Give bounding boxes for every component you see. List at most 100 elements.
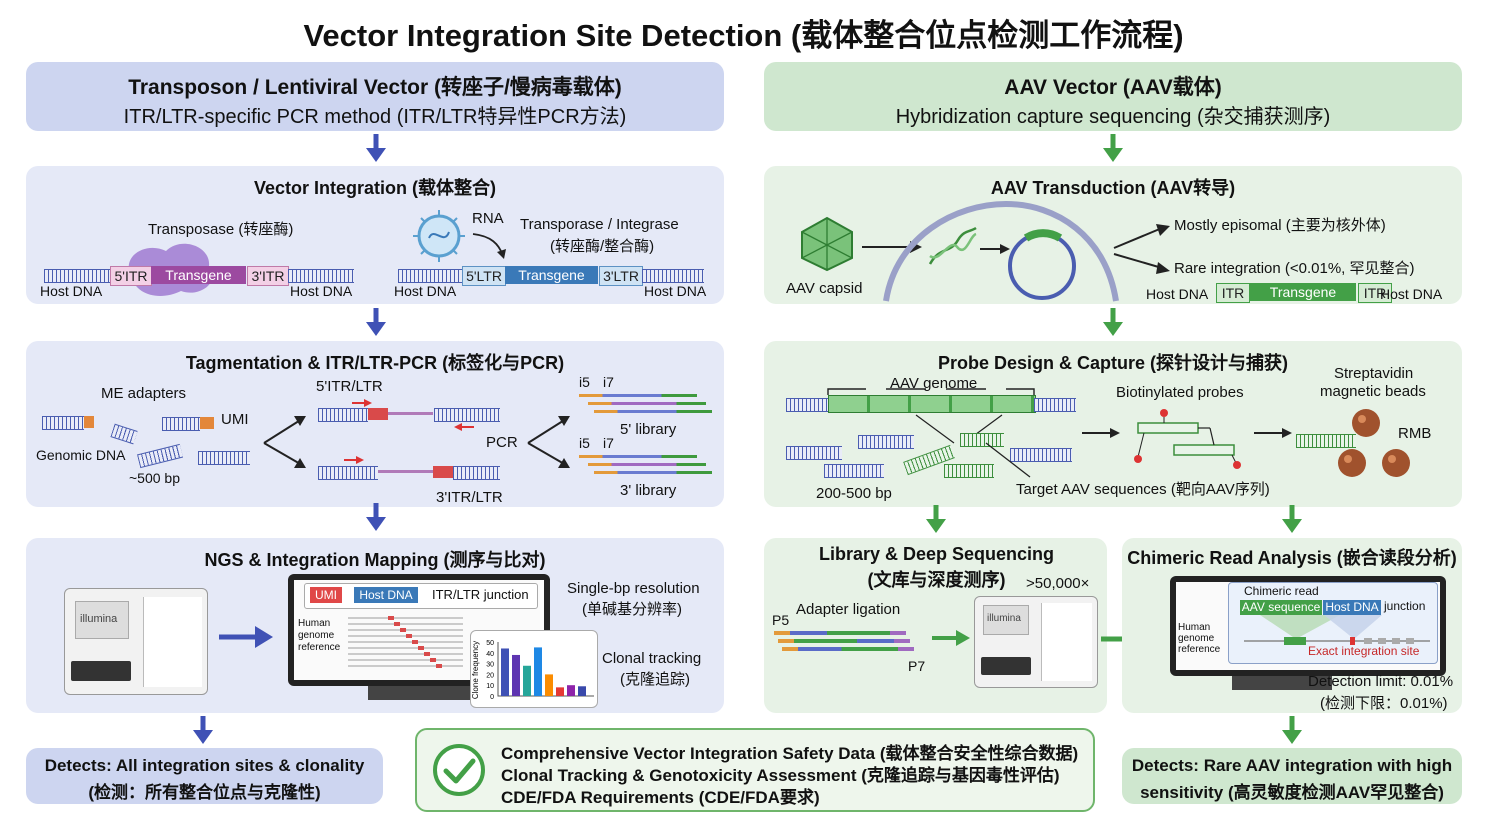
frag-5 — [960, 433, 1004, 447]
ngs-panel: NGS & Integration Mapping (测序与比对) illumi… — [26, 538, 724, 713]
human-ref-label-2: Human genome reference — [1178, 622, 1221, 655]
ltr5-segment: 5'LTR — [462, 266, 506, 286]
aav-genome-label: AAV genome — [890, 375, 978, 392]
arrow-down-6 — [1103, 308, 1123, 336]
clone-bar — [556, 687, 564, 696]
lib3-read-2 — [588, 463, 706, 466]
left-detects: Detects: All integration sites & clonali… — [26, 748, 383, 804]
adapter-1 — [84, 416, 94, 428]
lib3-label: 3' library — [620, 482, 677, 499]
arrow-probe-2 — [1254, 428, 1292, 438]
aav-capsid-label: AAV capsid — [786, 280, 863, 297]
probe-bp-label: 200-500 bp — [816, 485, 892, 502]
amplicon-bot-red — [433, 466, 453, 478]
amplicon-bot-2 — [453, 466, 500, 480]
human-ref-label: Human genome reference — [298, 618, 341, 653]
lib5-read-2 — [588, 402, 706, 405]
primer-red-3 — [344, 456, 364, 464]
i7-label-bot: i7 — [603, 435, 614, 451]
lib5-label: 5' library — [620, 421, 677, 438]
probe-capture-panel: Probe Design & Capture (探针设计与捕获) AAV gen… — [764, 341, 1462, 507]
frag-3 — [824, 464, 884, 478]
genomic-dna-label: Genomic DNA — [36, 447, 126, 463]
exact-site-label: Exact integration site — [1308, 644, 1420, 658]
clone-bar — [501, 648, 509, 696]
genome-bracket — [827, 388, 1035, 395]
chimeric-host-tag: Host DNA — [1323, 600, 1381, 615]
amplicon-top-2 — [434, 408, 500, 422]
captured-fragment — [1296, 434, 1356, 448]
arrow-right-lib — [932, 630, 970, 646]
arrow-down-7 — [926, 505, 946, 533]
biotinylated-label: Biotinylated probes — [1116, 384, 1244, 401]
host-dna-label-3: Host DNA — [394, 283, 457, 299]
me-adapters-label: ME adapters — [101, 385, 187, 402]
ltr3-segment: 3'LTR — [599, 266, 643, 286]
pcr-label: PCR — [486, 434, 518, 451]
i5-label-bot: i5 — [579, 435, 590, 451]
right-header-line1: AAV Vector (AAV载体) — [1004, 76, 1222, 99]
summary-line3: CDE/FDA Requirements (CDE/FDA要求) — [501, 788, 820, 807]
lib-read-3 — [782, 647, 914, 651]
vector-integration-panel: Vector Integration (载体整合) Transposase (转… — [26, 166, 724, 304]
arrow-down-2 — [366, 308, 386, 336]
single-bp-label: Single-bp resolution — [567, 580, 700, 597]
bp-label: ~500 bp — [129, 470, 180, 486]
host-dna-label-4: Host DNA — [644, 283, 707, 299]
page-title: Vector Integration Site Detection (载体整合位… — [303, 18, 1184, 53]
magnetic-label: magnetic beads — [1320, 383, 1426, 400]
check-icon — [433, 744, 485, 796]
clone-ytick: 20 — [486, 672, 494, 679]
itr5-ltr-label: 5'ITR/LTR — [316, 378, 383, 395]
clone-ytick: 30 — [486, 662, 494, 669]
right-header: AAV Vector (AAV载体) Hybridization capture… — [764, 62, 1462, 131]
ngs-title: NGS & Integration Mapping (测序与比对) — [204, 550, 546, 570]
library-panel: Library & Deep Sequencing (文库与深度测序) >50,… — [764, 538, 1107, 713]
genomic-fragment-5 — [198, 451, 250, 465]
aav-host-dna-label-2: Host DNA — [1380, 286, 1443, 302]
clonal-cn-label: (克隆追踪) — [620, 671, 690, 688]
clone-frequency-axis-label: Clone frequency — [471, 641, 480, 699]
nucleus-arc — [883, 200, 1119, 302]
left-header-line1: Transposon / Lentiviral Vector (转座子/慢病毒载… — [128, 76, 622, 99]
summary-box: Comprehensive Vector Integration Safety … — [415, 728, 1095, 812]
host-dna-label-2: Host DNA — [290, 283, 353, 299]
probe-capture-title: Probe Design & Capture (探针设计与捕获) — [937, 353, 1289, 373]
magnetic-bead-icon — [1338, 409, 1410, 477]
left-header-line2: ITR/LTR-specific PCR method (ITR/LTR特异性P… — [123, 106, 627, 128]
rare-label: Rare integration (<0.01%, 罕见整合) — [1174, 260, 1415, 277]
clone-bar — [512, 654, 520, 696]
target-pointer — [985, 442, 1031, 478]
clone-ytick: 0 — [490, 694, 494, 701]
transporase-integrase-cn-label: (转座酶/整合酶) — [550, 238, 655, 255]
clone-bar — [534, 647, 542, 696]
amplicon-top-1 — [318, 408, 368, 422]
aav-itr-1: ITR — [1216, 283, 1250, 303]
arrow-probe-1 — [1082, 428, 1120, 438]
sequencer-icon: illumina — [64, 588, 208, 695]
right-header-line2: Hybridization capture sequencing (杂交捕获测序… — [895, 106, 1331, 128]
lib5-read-1 — [579, 394, 697, 397]
chimeric-read-label: Chimeric read — [1244, 584, 1319, 598]
transposase-label: Transposase (转座酶) — [148, 221, 294, 238]
biotin-probes-icon — [1134, 409, 1241, 469]
aav-itr-2: ITR — [1358, 283, 1392, 303]
probe-host-2 — [1034, 398, 1076, 412]
left-detects-line1: Detects: All integration sites & clonali… — [44, 756, 365, 775]
host-dna-right-1 — [398, 269, 462, 283]
clonal-label: Clonal tracking — [602, 650, 702, 667]
tagmentation-panel: Tagmentation & ITR/LTR-PCR (标签化与PCR) ME … — [26, 341, 724, 507]
arrow-right-helix — [980, 244, 1010, 254]
dna-helix-icon — [928, 226, 977, 265]
itr3-segment: 3'ITR — [247, 266, 289, 286]
probe-genome-blocks — [828, 395, 1036, 413]
clone-bar — [567, 685, 575, 696]
arrow-down-5 — [1103, 134, 1123, 162]
host-dna-label-1: Host DNA — [40, 283, 103, 299]
split-arrows-2 — [527, 416, 570, 468]
target-label: Target AAV sequences (靶向AAV序列) — [1016, 481, 1270, 498]
host-dna-left-1 — [44, 269, 114, 283]
chimeric-title: Chimeric Read Analysis (嵌合读段分析) — [1127, 548, 1457, 568]
primer-red-1 — [352, 399, 372, 407]
